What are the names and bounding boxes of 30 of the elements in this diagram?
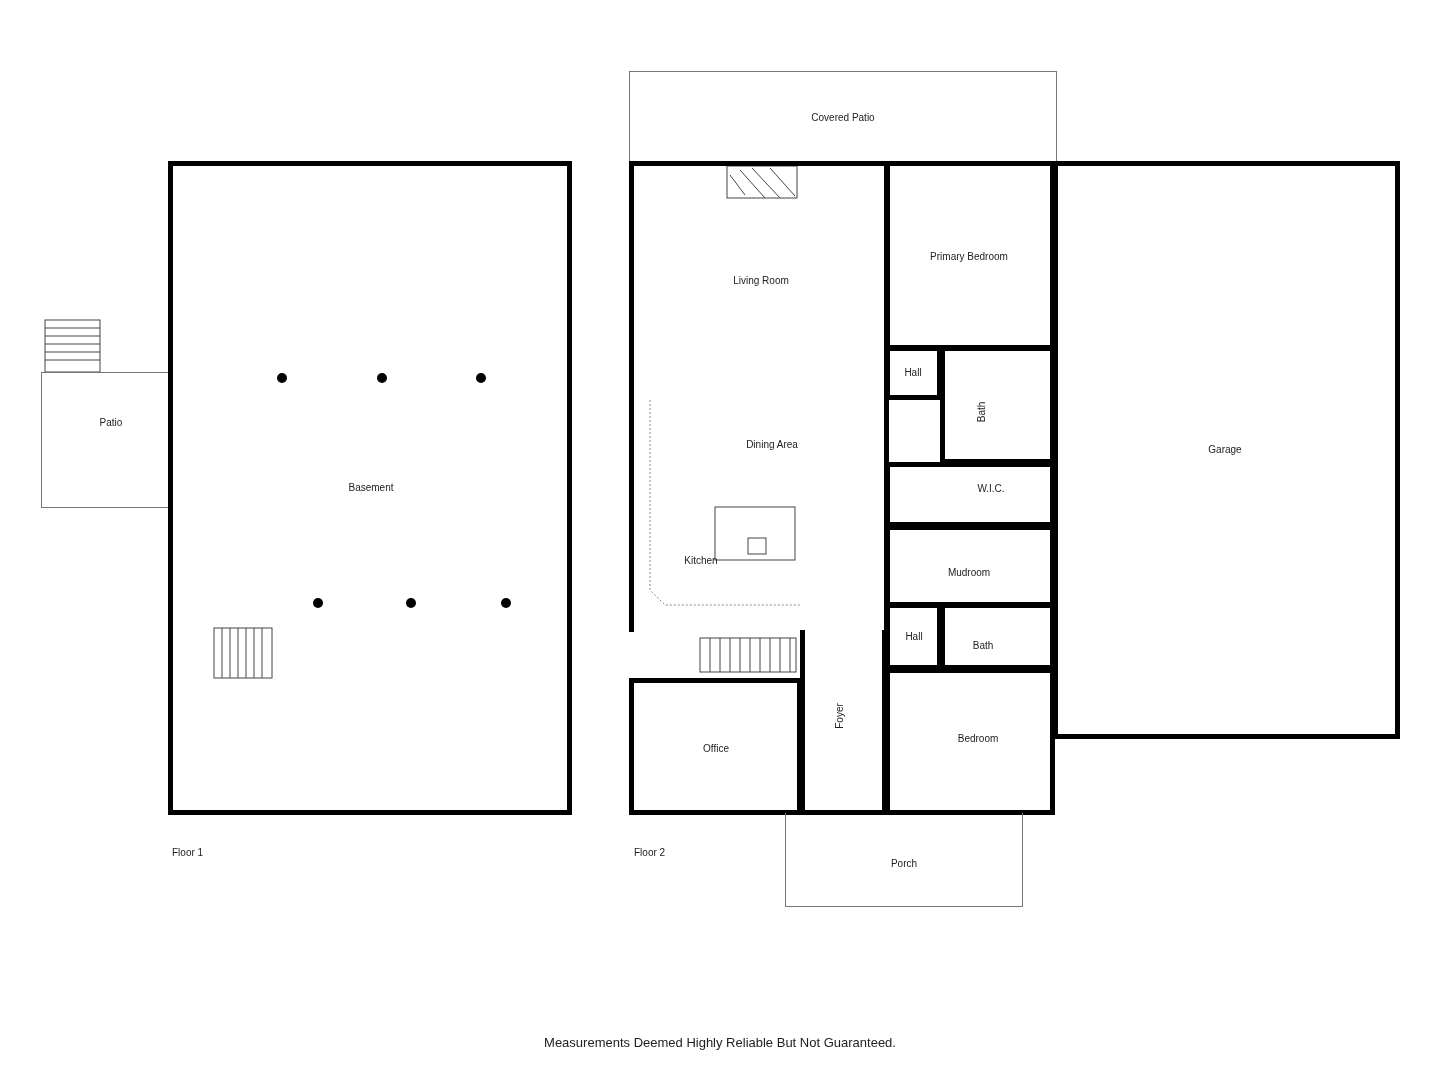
room-label: Garage	[1208, 444, 1242, 456]
room-label: Dining Area	[746, 439, 798, 451]
room-label: Bath	[976, 401, 988, 423]
room-label: Basement	[348, 482, 394, 494]
floor-label: Floor 2	[634, 847, 666, 858]
room-label: Hall	[904, 367, 922, 379]
room-label: W.I.C.	[977, 483, 1005, 495]
outdoor-area-outline	[785, 813, 1023, 907]
room-label: Porch	[890, 858, 918, 870]
room-label: Covered Patio	[811, 112, 875, 124]
room-outline	[168, 161, 572, 815]
room-label: Bath	[972, 640, 994, 652]
room-label: Mudroom	[947, 567, 991, 579]
floor-label: Floor 1	[172, 847, 204, 858]
outdoor-area-outline	[629, 71, 1057, 163]
outdoor-area-outline	[41, 372, 169, 508]
room-label: Foyer	[834, 703, 846, 729]
room-label: Office	[703, 743, 729, 755]
room-label: Hall	[905, 631, 923, 643]
room-outline	[1053, 161, 1400, 739]
room-outline	[629, 161, 889, 632]
room-label: Bedroom	[957, 733, 999, 745]
room-label: Primary Bedroom	[930, 251, 1008, 263]
room-label: Patio	[99, 417, 123, 429]
room-label: Kitchen	[684, 555, 718, 567]
room-outline	[885, 668, 1055, 815]
room-outline	[629, 678, 802, 815]
room-outline	[800, 630, 887, 815]
disclaimer-caption: Measurements Deemed Highly Reliable But Not Guaranteed.	[544, 1034, 896, 1050]
room-label: Living Room	[733, 275, 789, 287]
